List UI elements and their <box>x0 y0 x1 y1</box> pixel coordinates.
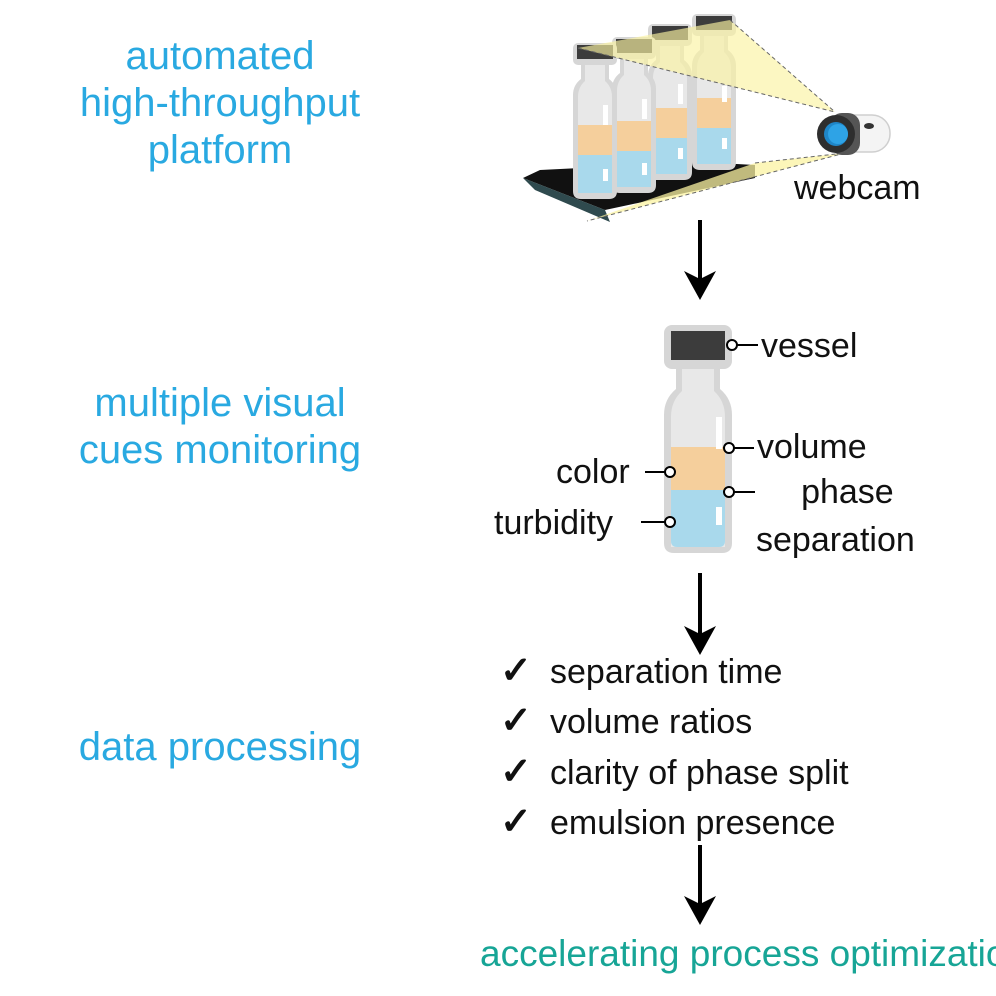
stage-label-line: platform <box>147 128 293 172</box>
annotation-volume: volume <box>757 428 867 466</box>
check-icon: ✓ <box>500 700 532 742</box>
output-item-volume-ratios: ✓ volume ratios <box>500 701 752 741</box>
vial-1 <box>573 43 617 199</box>
annotation-color: color <box>556 453 630 491</box>
vial-3 <box>648 24 692 180</box>
stage-label-data-processing: data processing <box>35 724 405 771</box>
output-item-label: clarity of phase split <box>550 754 849 792</box>
annotation-phase-separation: phase separation <box>756 472 915 560</box>
webcam-label: webcam <box>794 169 921 207</box>
output-item-separation-time: ✓ separation time <box>500 651 782 691</box>
arrow-down-icon <box>684 220 716 300</box>
check-icon: ✓ <box>500 650 532 692</box>
final-outcome: accelerating process optimization <box>480 933 996 974</box>
annotation-turbidity: turbidity <box>494 504 614 542</box>
vial-2 <box>612 37 656 193</box>
webcam-icon <box>817 113 891 155</box>
output-item-label: emulsion presence <box>550 804 836 842</box>
annotation-phase-line: phase <box>801 473 894 511</box>
annotation-vessel: vessel <box>761 327 858 365</box>
annotation-separation-line: separation <box>756 521 915 559</box>
stage-label-line: cues monitoring <box>78 428 362 472</box>
output-item-emulsion-presence: ✓ emulsion presence <box>500 802 835 842</box>
check-icon: ✓ <box>500 751 532 793</box>
output-item-label: volume ratios <box>550 703 753 741</box>
output-item-clarity-of-phase-split: ✓ clarity of phase split <box>500 752 849 792</box>
arrow-down-icon <box>684 845 716 925</box>
camera-view-cone-upper <box>578 20 835 112</box>
stage-label-platform: automated high-throughput platform <box>35 33 405 174</box>
stage-label-monitoring: multiple visual cues monitoring <box>35 380 405 474</box>
annotated-vessel <box>664 325 732 553</box>
vial-tray-edge <box>523 178 610 222</box>
output-item-label: separation time <box>550 653 783 691</box>
annotation-pointers <box>641 339 758 528</box>
stage-label-line: high-throughput <box>79 81 361 125</box>
stage-label-line: multiple visual <box>94 381 346 425</box>
check-icon: ✓ <box>500 801 532 843</box>
arrow-down-icon <box>684 573 716 655</box>
stage-label-line: data processing <box>78 725 362 769</box>
stage-label-line: automated <box>125 34 315 78</box>
